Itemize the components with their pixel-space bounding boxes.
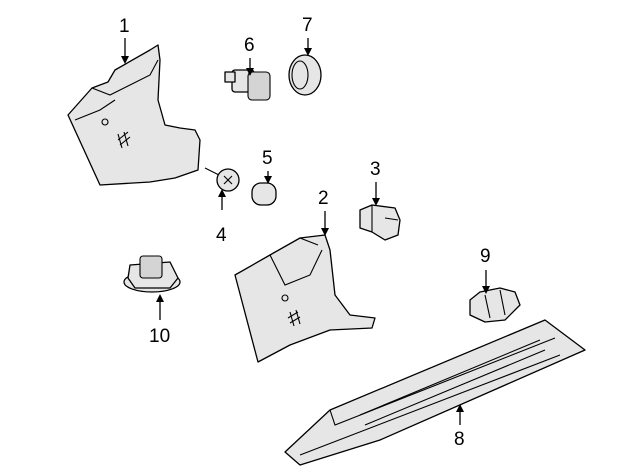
part-8-sill-plate: [284, 319, 586, 466]
callout-1: 1: [119, 16, 130, 37]
callout-8: 8: [454, 429, 465, 450]
callout-10: 10: [149, 326, 171, 347]
callout-6: 6: [244, 35, 255, 56]
callout-2: 2: [318, 188, 329, 209]
part-1-kick-panel: [67, 44, 201, 186]
part-3-bracket: [359, 204, 401, 241]
part-2-kick-panel: [234, 234, 376, 363]
part-5-cap: [251, 182, 277, 206]
callout-7: 7: [302, 15, 313, 36]
callout-9: 9: [480, 246, 491, 267]
part-6-clip: [224, 69, 271, 101]
callout-3: 3: [370, 159, 381, 180]
callout-arrows: [121, 38, 490, 425]
part-10-clip: [123, 255, 181, 293]
part-7-push-pin: [288, 54, 322, 96]
callout-5: 5: [262, 148, 273, 169]
callout-4: 4: [216, 225, 227, 246]
part-9-retainer: [469, 287, 521, 323]
part-4-screw: [204, 167, 240, 192]
